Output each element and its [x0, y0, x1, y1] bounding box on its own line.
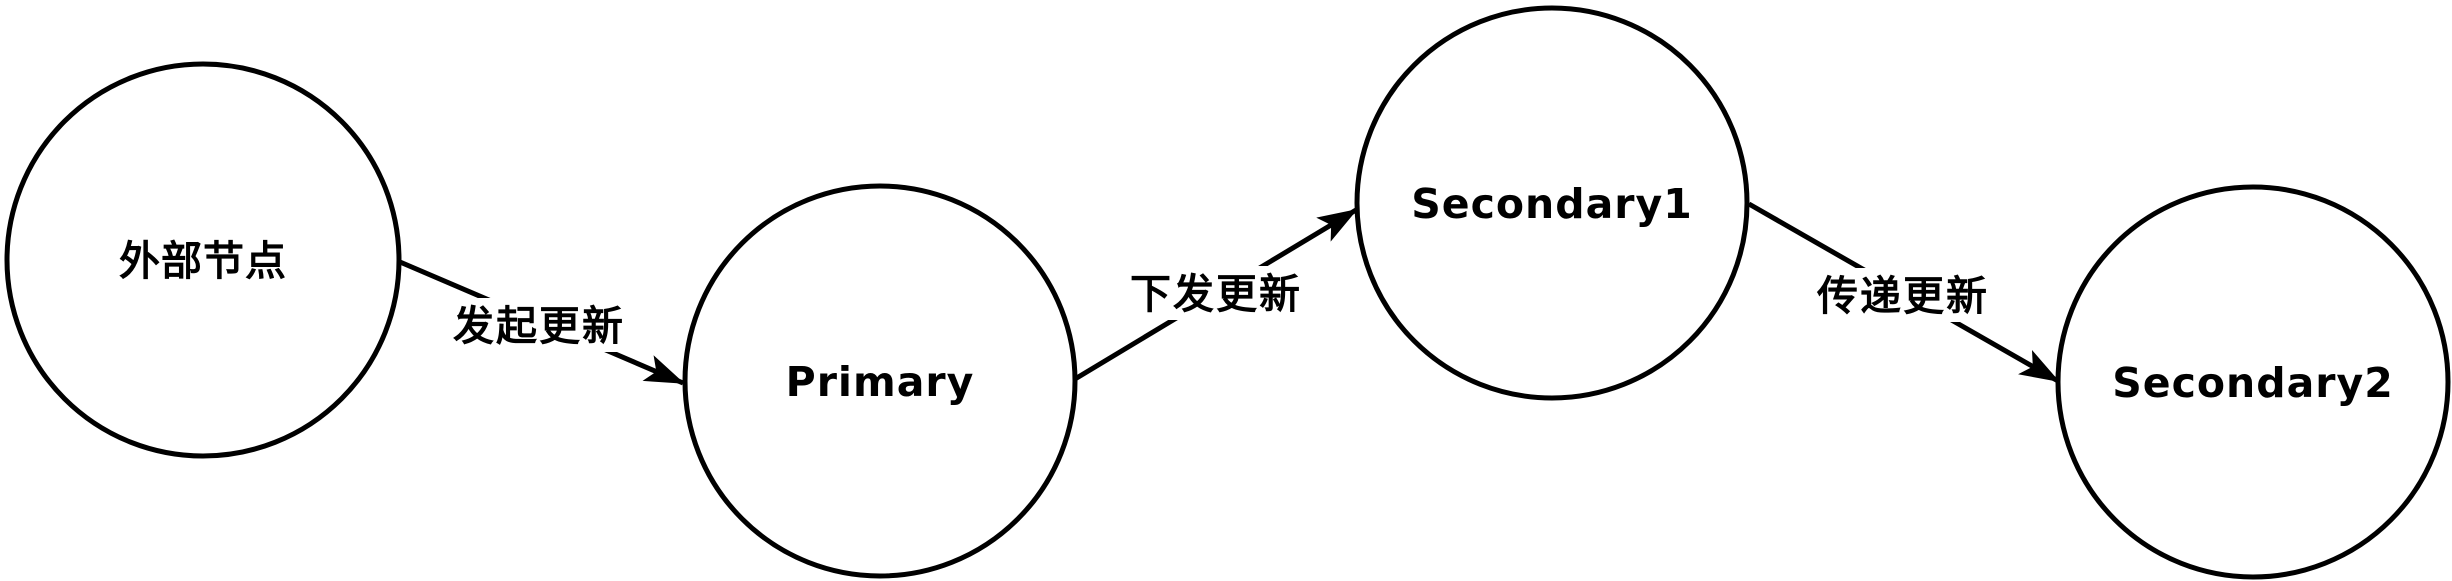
- node-secondary1-label: Secondary1: [1411, 180, 1693, 228]
- edge-label-bg-external-node-to-primary: [442, 298, 636, 352]
- node-external-node-label: 外部节点: [119, 237, 287, 285]
- edge-label-bg-primary-to-secondary1: [1119, 266, 1313, 320]
- edge-label-bg-secondary1-to-secondary2: [1806, 268, 2000, 322]
- node-secondary2-label: Secondary2: [2112, 359, 2394, 407]
- node-primary-circle: [682, 183, 1078, 579]
- edge-label-primary-to-secondary1: 下发更新: [1130, 270, 1302, 318]
- edge-label-secondary1-to-secondary2: 传递更新: [1816, 272, 1989, 320]
- node-external-node-circle: [4, 61, 402, 459]
- node-secondary2-circle: [2055, 184, 2451, 580]
- node-primary-label: Primary: [786, 358, 975, 406]
- edge-label-external-node-to-primary: 发起更新: [453, 302, 625, 350]
- edge-labels-layer: 发起更新 下发更新 传递更新: [442, 266, 2000, 352]
- node-secondary1-circle: [1354, 5, 1750, 401]
